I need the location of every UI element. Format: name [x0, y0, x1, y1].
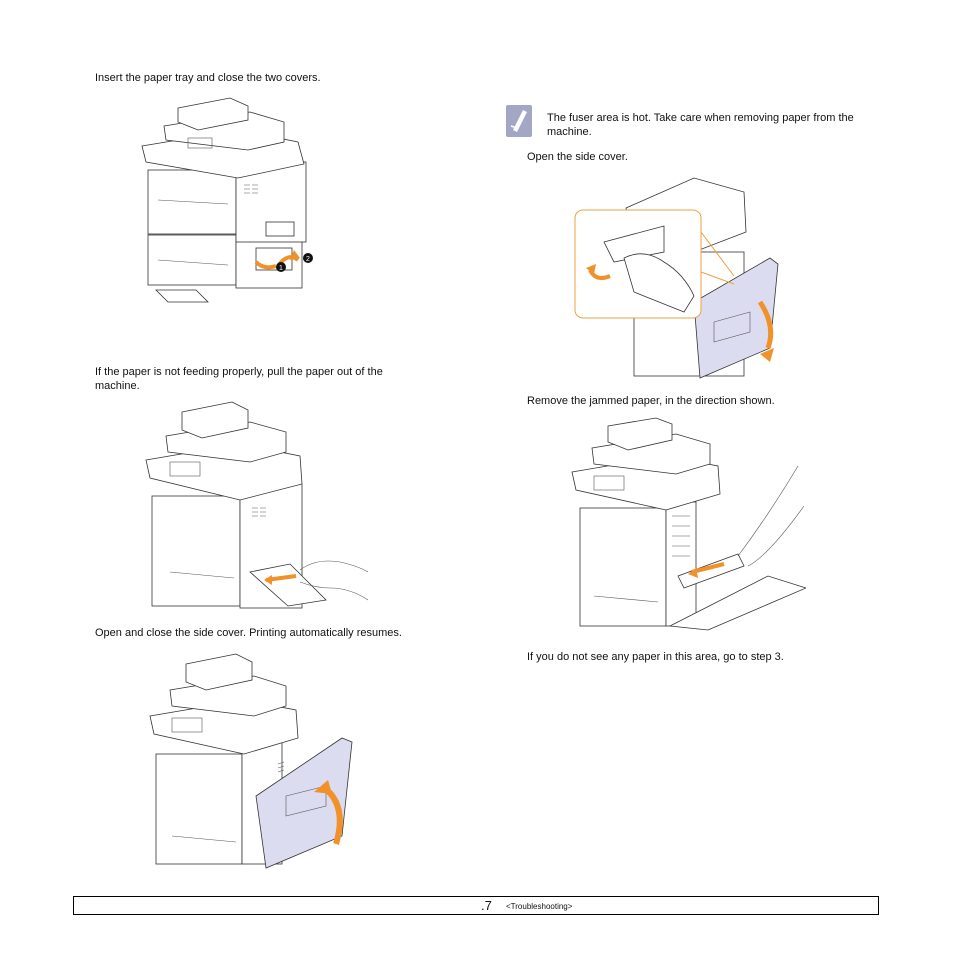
note-icon	[506, 105, 532, 137]
callout-1: 1	[279, 265, 283, 272]
printer-remove-jammed-paper-illustration	[571, 417, 806, 631]
page-number: .7	[481, 898, 492, 913]
page-footer: .7 <Troubleshooting>	[73, 896, 879, 915]
step-pull-paper-text: If the paper is not feeding properly, pu…	[95, 366, 383, 392]
fuser-hot-note-text: The fuser area is hot. Take care when re…	[547, 112, 854, 138]
printer-pull-paper-illustration	[145, 401, 368, 609]
section-name: <Troubleshooting>	[506, 902, 573, 911]
printer-close-side-cover-illustration	[149, 653, 353, 869]
step-insert-tray-text: Insert the paper tray and close the two …	[95, 72, 321, 84]
callout-2: 2	[306, 256, 310, 263]
step-remove-jammed-paper-text: Remove the jammed paper, in the directio…	[527, 395, 775, 407]
step-open-side-cover-text: Open the side cover.	[527, 151, 628, 163]
printer-open-side-cover-illustration	[574, 177, 779, 379]
step-open-close-cover-text: Open and close the side cover. Printing …	[95, 627, 402, 639]
printer-tray-close-illustration: 1 2	[141, 97, 313, 303]
step-go-to-step3-text: If you do not see any paper in this area…	[527, 651, 784, 663]
